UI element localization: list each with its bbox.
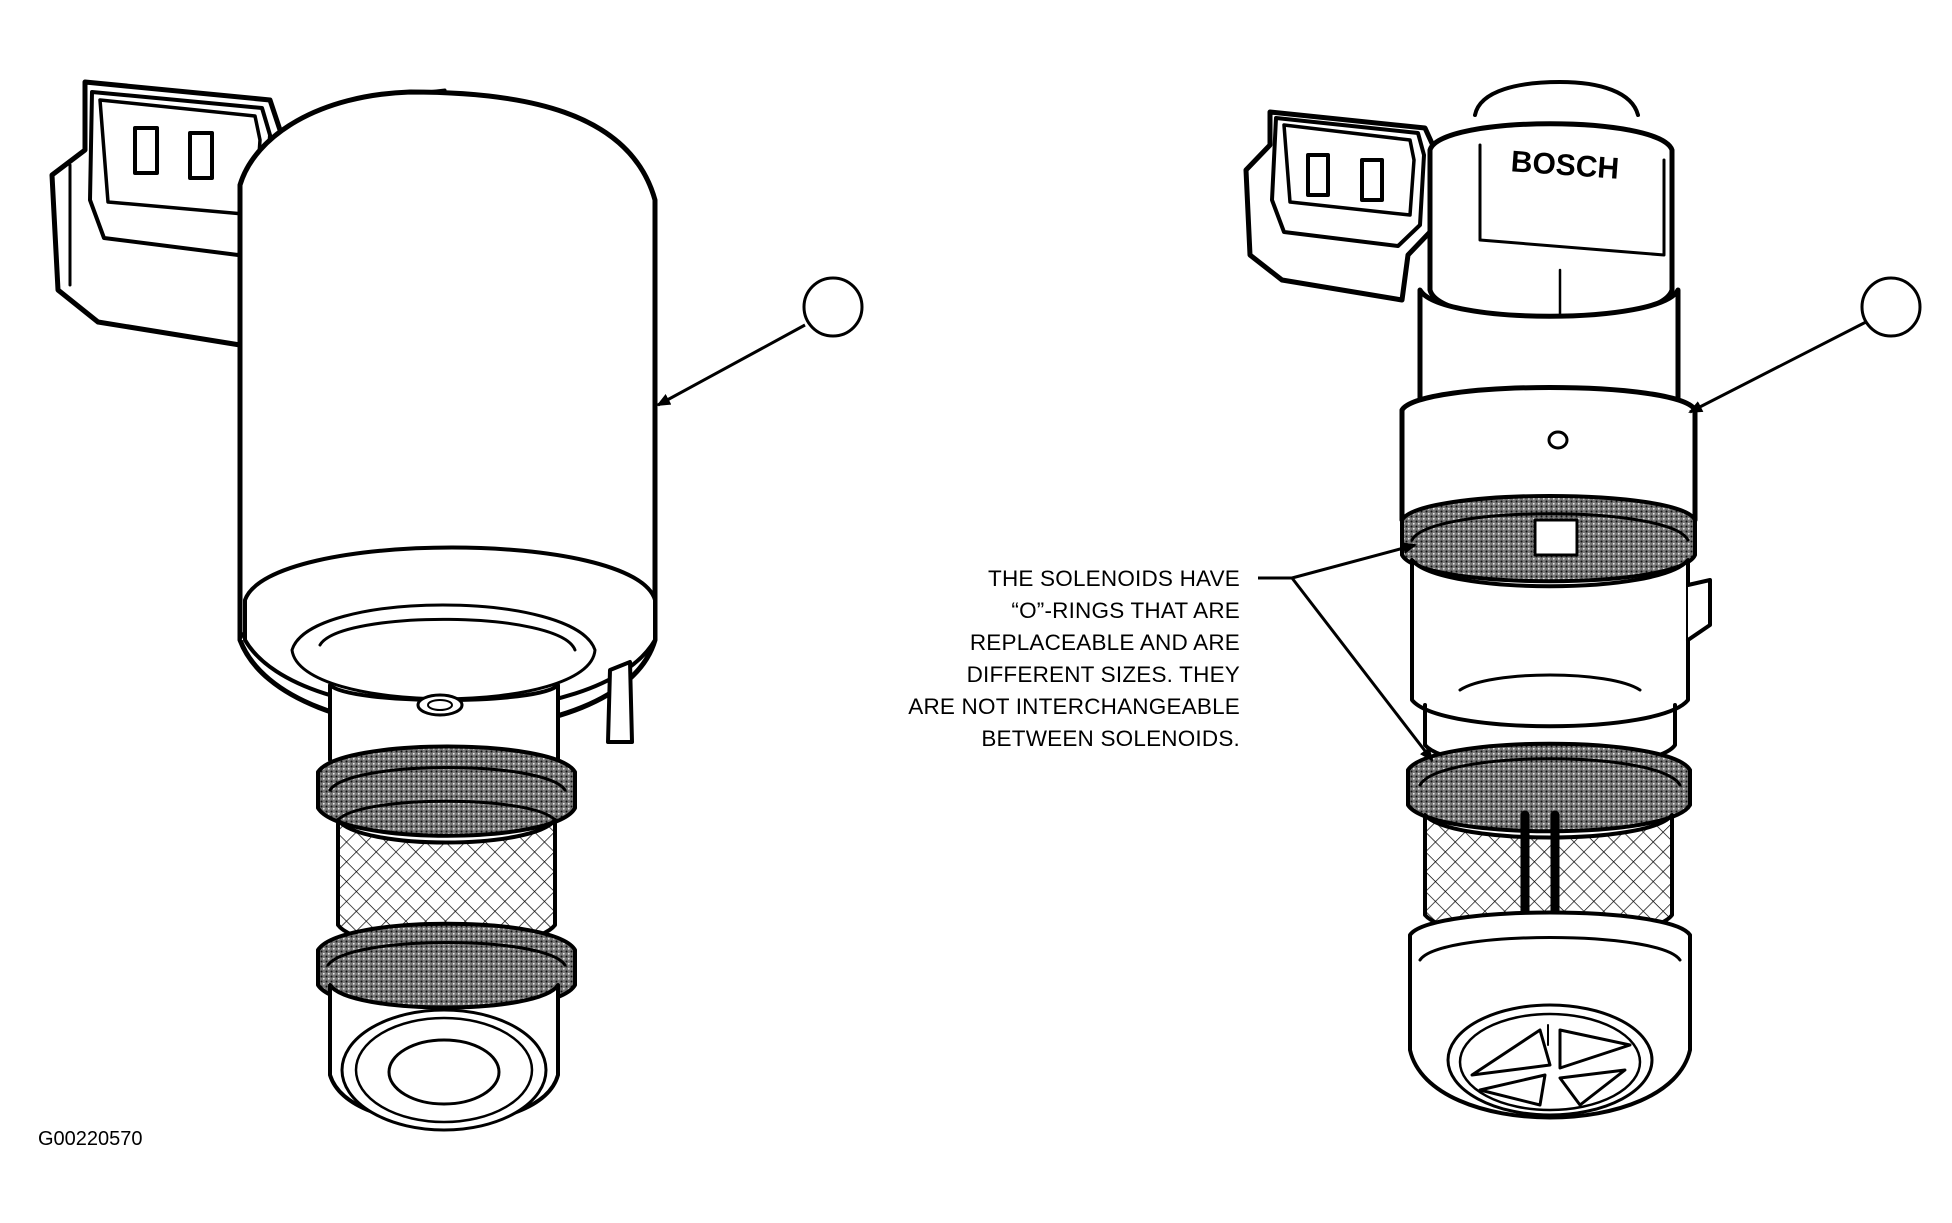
- note-line: BETWEEN SOLENOIDS.: [981, 726, 1240, 751]
- note-line: ARE NOT INTERCHANGEABLE: [908, 694, 1240, 719]
- right-o-ring-lower[interactable]: [1406, 741, 1692, 834]
- note-line: REPLACEABLE AND ARE: [969, 630, 1240, 655]
- right-end-cap: [1408, 910, 1692, 1120]
- right-leader-arrow: [1688, 320, 1867, 414]
- right-connector: [1243, 109, 1438, 303]
- left-leader-arrow: [656, 323, 806, 407]
- right-lower-body: [1410, 518, 1712, 770]
- right-callout: [1688, 276, 1922, 414]
- left-callout: [656, 276, 864, 407]
- left-solenoid: [49, 79, 658, 1132]
- figure-id: G00220570: [38, 1128, 143, 1150]
- right-head: BOSCH: [1427, 80, 1675, 347]
- left-callout-circle: [802, 276, 864, 338]
- left-flange: [243, 545, 657, 744]
- left-end-cap: [328, 983, 560, 1132]
- brand-label: BOSCH: [1510, 145, 1620, 185]
- left-o-ring-upper[interactable]: [316, 744, 577, 838]
- right-callout-circle: [1860, 276, 1922, 338]
- note-leader-lower-ring: [1290, 577, 1434, 762]
- solenoid-note: THE SOLENOIDS HAVE “O”-RINGS THAT ARE RE…: [840, 563, 1240, 755]
- note-line: “O”-RINGS THAT ARE: [1011, 598, 1240, 623]
- note-leaders: [1258, 542, 1434, 762]
- note-line: DIFFERENT SIZES. THEY: [966, 662, 1240, 687]
- note-leader-upper-ring: [1291, 542, 1417, 580]
- right-solenoid: BOSCH: [1243, 80, 1712, 1120]
- left-connector: [49, 79, 283, 348]
- note-line: THE SOLENOIDS HAVE: [988, 566, 1240, 591]
